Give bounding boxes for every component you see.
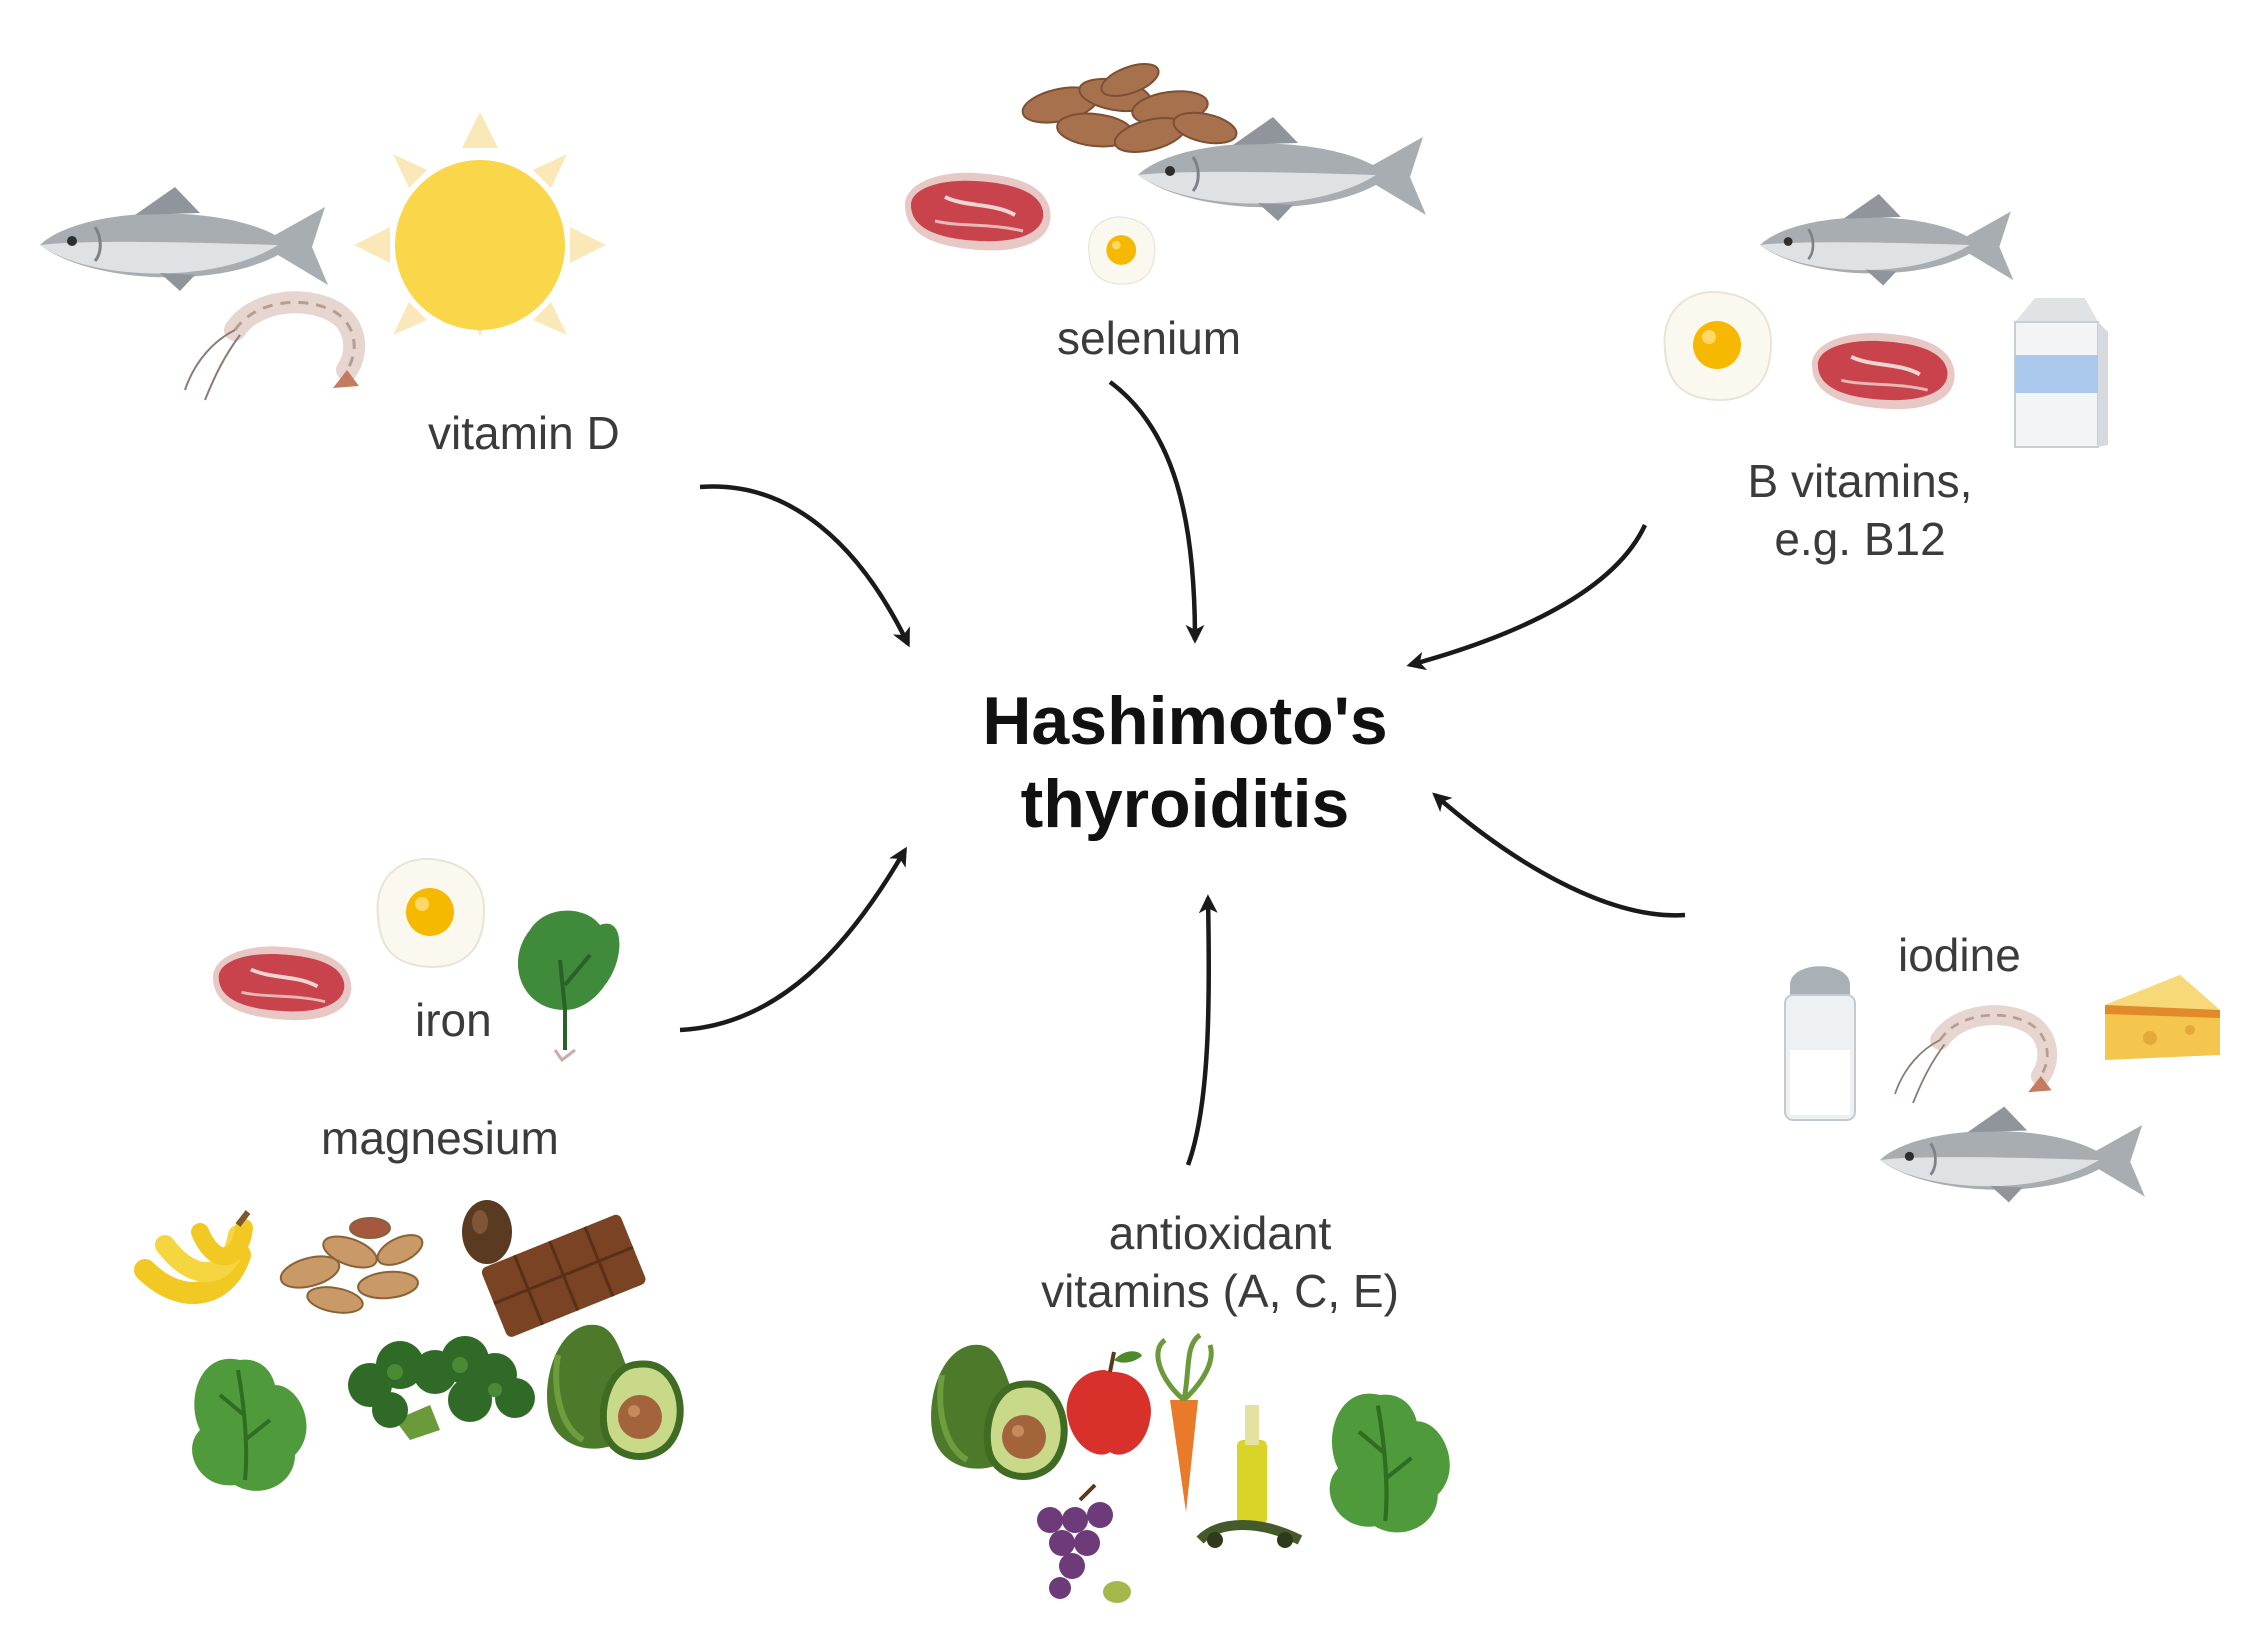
label-vitamin-d: vitamin D	[428, 407, 620, 459]
arrow-b-vitamins	[1406, 524, 1648, 671]
peanuts-icon	[279, 1217, 424, 1314]
label-selenium: selenium	[1057, 312, 1242, 364]
iron-foods	[211, 857, 620, 1063]
label-b-vitamins-line1: B vitamins,	[1747, 455, 1973, 507]
lettuce-icon	[190, 1356, 309, 1493]
milk-carton-icon	[2014, 298, 2108, 448]
b-vitamins-foods	[1663, 192, 2108, 448]
apple-icon	[1066, 1351, 1151, 1455]
iodine-foods	[1784, 966, 2220, 1204]
central-condition-label: Hashimoto's thyroiditis	[905, 680, 1465, 846]
label-antioxidant-line1: antioxidant	[1108, 1207, 1332, 1259]
shrimp-icon	[185, 302, 359, 400]
cheese-icon	[2105, 975, 2220, 1060]
avocado-icon	[931, 1345, 1064, 1477]
spinach-icon	[517, 910, 620, 1063]
salt-shaker-icon	[1784, 966, 1856, 1121]
label-iodine: iodine	[1898, 929, 2021, 981]
selenium-foods	[903, 63, 1428, 285]
label-iron: iron	[415, 994, 492, 1046]
center-line1: Hashimoto's	[982, 683, 1388, 759]
label-b-vitamins-line2: e.g. B12	[1774, 512, 1946, 565]
fish-icon	[1878, 1105, 2147, 1204]
label-antioxidant-vitamins: antioxidant vitamins (A, C, E)	[1000, 1205, 1440, 1320]
egg-icon	[376, 857, 486, 968]
steak-icon	[1810, 331, 1957, 412]
cocoa-bean-icon	[462, 1200, 512, 1264]
steak-icon	[211, 944, 354, 1023]
arrow-vitamin-d	[699, 484, 911, 648]
label-magnesium: magnesium	[321, 1112, 559, 1164]
fish-icon	[38, 185, 330, 293]
almonds-icon	[1021, 63, 1238, 153]
egg-icon	[1088, 216, 1156, 285]
arrow-iodine	[1432, 792, 1686, 918]
antioxidant-foods	[931, 1332, 1450, 1603]
chocolate-bar-icon	[481, 1214, 646, 1337]
carrot-icon	[1155, 1332, 1214, 1512]
label-b-vitamins: B vitamins, e.g. B12	[1700, 453, 2020, 568]
egg-icon	[1663, 290, 1773, 401]
shrimp-icon	[1895, 1015, 2052, 1103]
grapes-icon	[1037, 1483, 1131, 1603]
steak-icon	[903, 170, 1053, 253]
sun-icon	[354, 112, 606, 336]
center-line2: thyroiditis	[1020, 765, 1350, 842]
arrow-iron-magnesium	[679, 846, 907, 1033]
avocado-icon	[547, 1325, 680, 1457]
olive-oil-icon	[1196, 1405, 1303, 1548]
fish-icon	[1758, 192, 2015, 287]
magnesium-foods	[134, 1200, 680, 1493]
arrow-antioxidants	[1185, 894, 1218, 1166]
banana-icon	[134, 1210, 253, 1304]
vitamin-d-foods	[38, 112, 606, 400]
arrow-selenium	[1108, 380, 1205, 644]
lettuce-icon	[1330, 1394, 1450, 1533]
label-antioxidant-line2: vitamins (A, C, E)	[1041, 1264, 1399, 1317]
broccoli-icon	[348, 1336, 535, 1440]
arrows	[679, 380, 1686, 1166]
